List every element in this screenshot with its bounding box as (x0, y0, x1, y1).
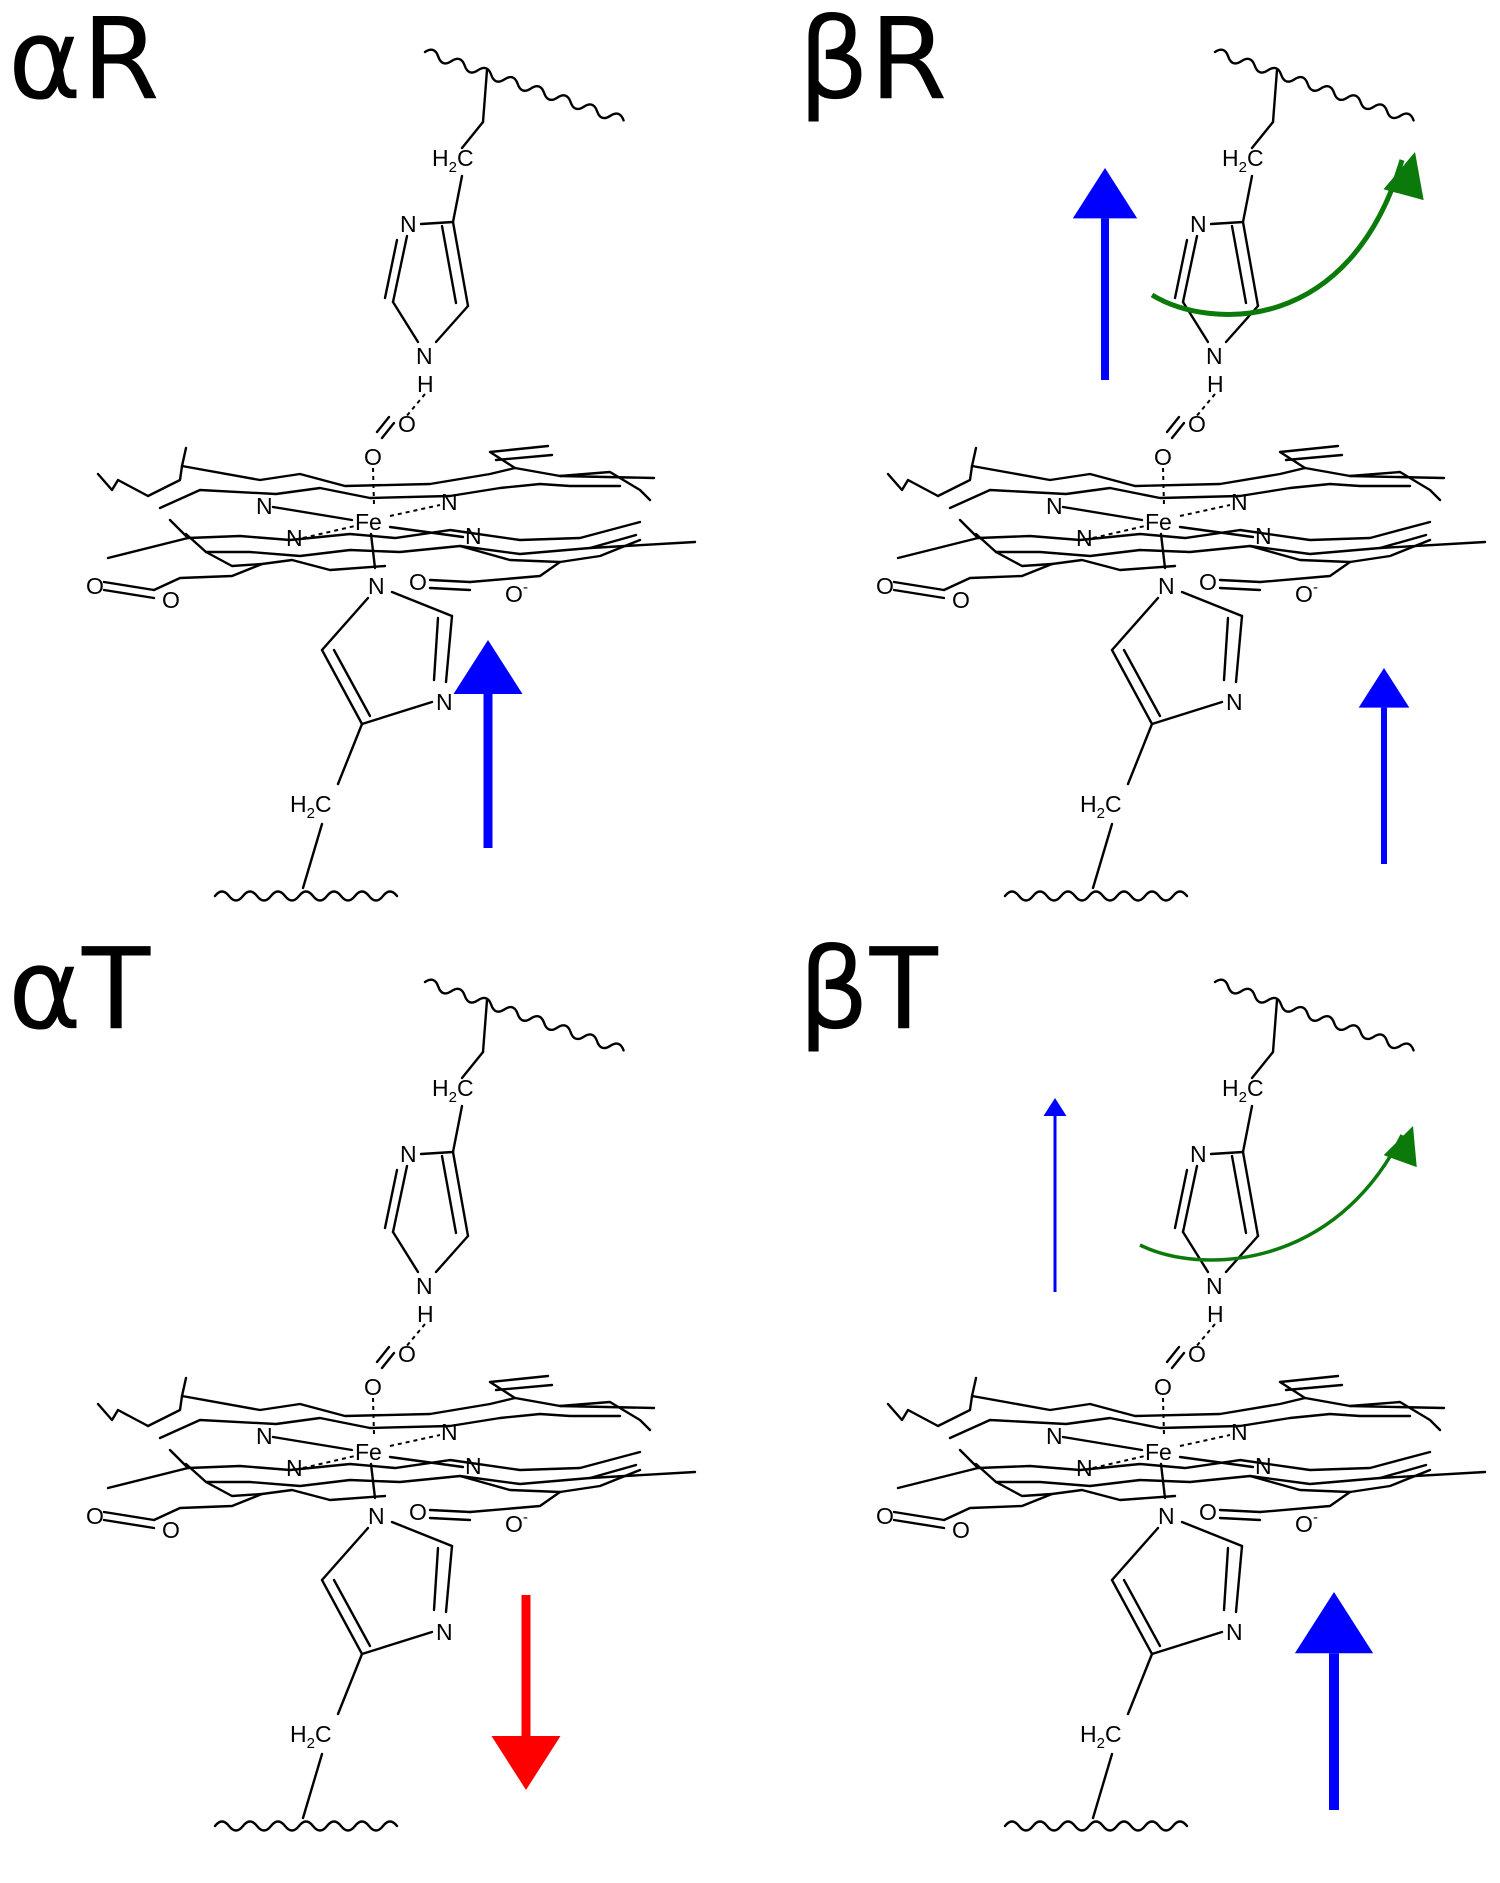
arrow-up-head (1072, 168, 1138, 219)
arrow-up-head (1294, 1592, 1374, 1654)
rotation-arrow-curve (1139, 1134, 1404, 1262)
heme-molecule (874, 46, 1487, 902)
rotation-arrow-curve (1150, 159, 1405, 317)
panel-3: βT (798, 925, 1487, 1832)
heme-molecule (84, 976, 697, 1832)
panel-0: αR (8, 0, 697, 902)
panel-label: αR (8, 0, 160, 125)
arrow-up-head (1358, 668, 1410, 708)
arrow-up-head (1043, 1098, 1067, 1116)
panels: αR βR αT βT (8, 0, 1487, 1832)
rotation-arrow-head (1383, 152, 1424, 201)
panel-label: αT (8, 925, 151, 1055)
panel-label: βR (798, 0, 947, 125)
panel-1: βR (798, 0, 1487, 902)
heme-molecule (874, 976, 1487, 1832)
heme-molecule (84, 46, 697, 902)
panel-2: αT (8, 925, 697, 1832)
arrow-down-head (491, 1736, 561, 1790)
panel-label: βT (798, 925, 938, 1055)
rotation-arrow-head (1383, 1126, 1417, 1168)
arrow-up-head (453, 640, 523, 694)
